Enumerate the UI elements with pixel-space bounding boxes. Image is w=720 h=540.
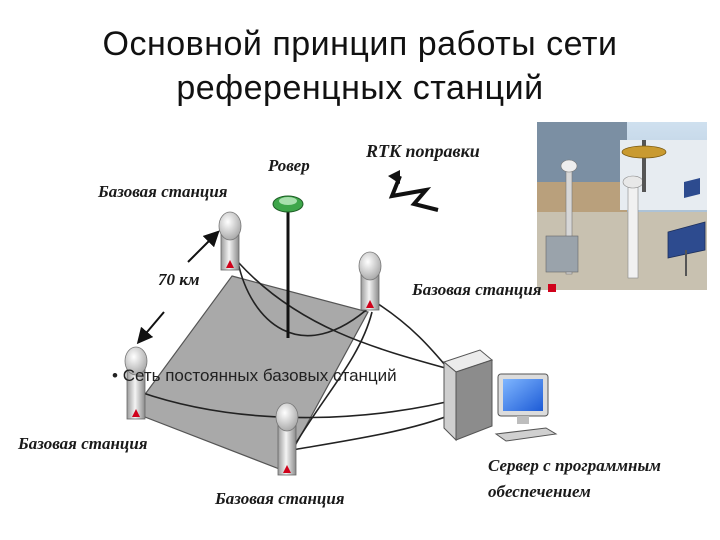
label-distance: 70 км: [158, 270, 200, 289]
label-base-station-bottom: Базовая станция: [215, 489, 345, 508]
rtk-signal-icon: [388, 175, 439, 212]
base-station-bottom: [275, 402, 299, 476]
label-base-station-top-left: Базовая станция: [98, 182, 228, 201]
label-rover: Ровер: [268, 156, 310, 175]
base-station-left: [124, 346, 148, 420]
label-base-station-right: Базовая станция: [412, 280, 542, 299]
base-station-right: [358, 251, 382, 311]
slide-title: Основной принцип работы сети референцных…: [0, 22, 720, 110]
label-server-line-1: Сервер с программным: [488, 456, 661, 475]
title-line-1: Основной принцип работы сети: [102, 25, 618, 63]
title-line-2: референцных станций: [176, 69, 544, 107]
distance-arrow-up: [187, 230, 220, 263]
bullet-dot: •: [112, 366, 123, 385]
rover-receiver: [272, 195, 304, 338]
server-icon: [442, 349, 494, 442]
bullet-text: Сеть постоянных базовых станций: [122, 366, 397, 385]
distance-arrow-down: [136, 311, 165, 345]
label-base-station-left: Базовая станция: [18, 434, 148, 453]
label-server-line-2: обеспечением: [488, 482, 591, 501]
bullet-item: • Сеть постоянных базовых станций: [112, 366, 397, 386]
network-cables: [139, 261, 463, 451]
station-photo: [537, 122, 707, 292]
base-station-top-left: [218, 211, 242, 271]
monitor-icon: [494, 373, 558, 442]
label-rtk-corrections: RTK поправки: [366, 141, 480, 161]
